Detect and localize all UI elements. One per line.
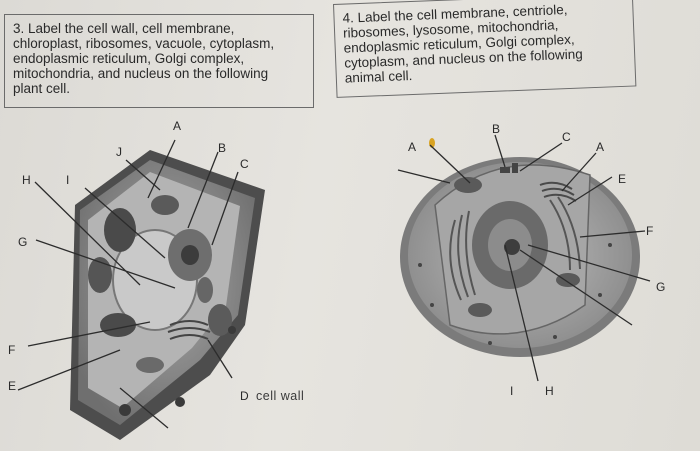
plant-cell-body	[70, 150, 265, 440]
question-4-text: 4. Label the cell membrane, centriole, r…	[342, 2, 584, 86]
plant-label-b: B	[218, 141, 226, 155]
animal-label-g: G	[656, 280, 665, 294]
animal-label-c: C	[562, 130, 571, 144]
question-3-text: 3. Label the cell wall, cell membrane, c…	[13, 21, 275, 96]
plant-label-f: F	[8, 343, 15, 357]
animal-label-a-left: A	[408, 140, 416, 154]
plant-cell-diagram: A B C J H I G F E D cell wall	[8, 119, 304, 440]
animal-leader-lines	[397, 134, 651, 382]
question-4-box: 4. Label the cell membrane, centriole, r…	[333, 0, 637, 98]
plant-label-e: E	[8, 379, 16, 393]
plant-leader-lines	[17, 139, 239, 429]
animal-label-e: E	[618, 172, 626, 186]
question-3-box: 3. Label the cell wall, cell membrane, c…	[4, 14, 314, 108]
animal-cell-diagram: A B C A E F G I H	[397, 122, 665, 398]
plant-label-i: I	[66, 173, 69, 187]
plant-label-c: C	[240, 157, 249, 171]
animal-label-a-right: A	[596, 140, 604, 154]
plant-label-d: D	[240, 389, 249, 403]
animal-label-h: H	[545, 384, 554, 398]
animal-label-f: F	[646, 224, 653, 238]
plant-label-h: H	[22, 173, 31, 187]
plant-label-j: J	[116, 145, 122, 159]
animal-label-b: B	[492, 122, 500, 136]
plant-label-a: A	[173, 119, 181, 133]
animal-label-i: I	[510, 384, 513, 398]
plant-answer-d: cell wall	[256, 389, 304, 403]
plant-label-g: G	[18, 235, 27, 249]
animal-cell-body	[400, 138, 640, 357]
